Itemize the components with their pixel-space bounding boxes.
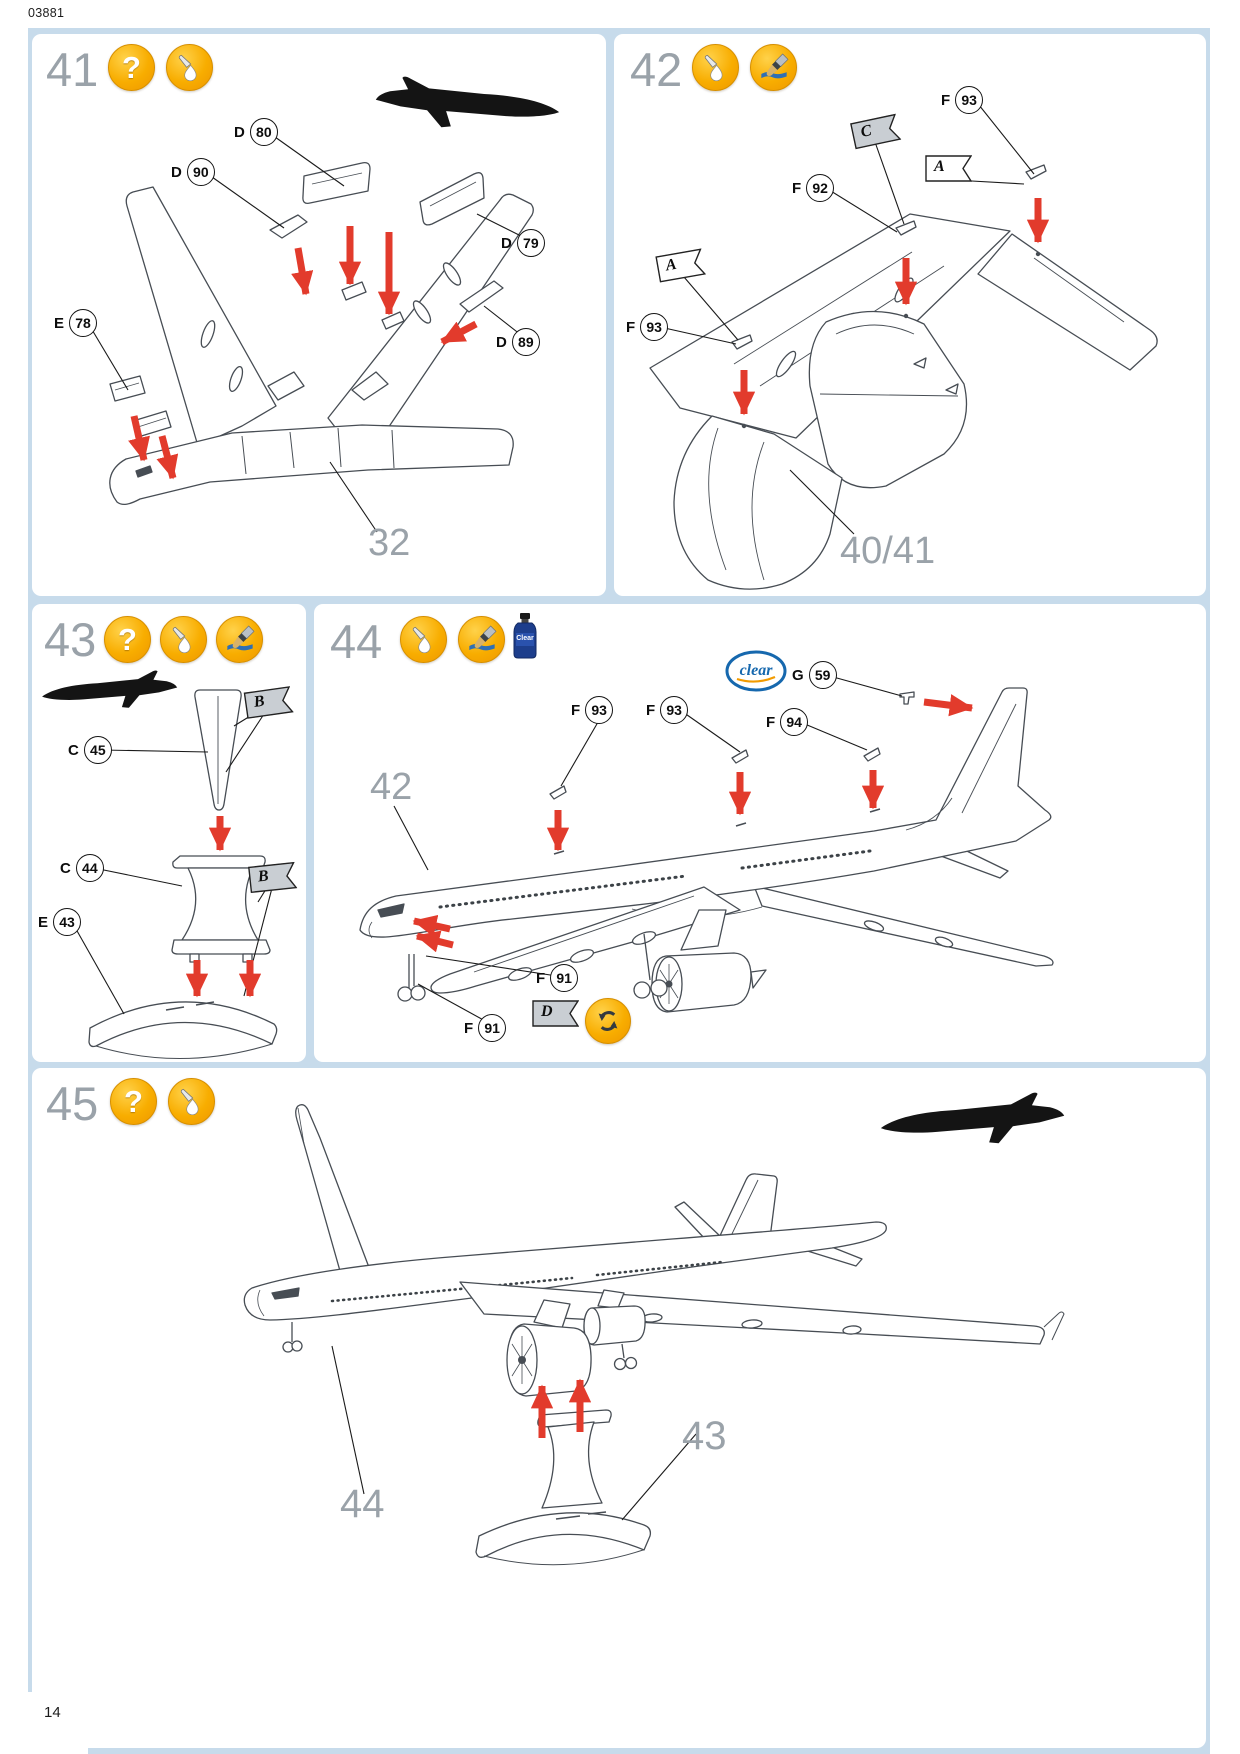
callout-F91: F 91 <box>464 1014 507 1042</box>
color-flag-D: D <box>532 1000 579 1027</box>
wing-underside-art <box>649 164 1158 590</box>
aircraft-on-stand-art <box>243 1104 1065 1566</box>
red-arrows <box>412 694 974 953</box>
callout-F91: F 91 <box>536 964 579 992</box>
question-icon: ? <box>108 44 155 91</box>
paint-icon <box>750 44 797 91</box>
callout-E43: E 43 <box>38 908 82 936</box>
callout-F93: F 93 <box>646 696 689 724</box>
callout-D89: D 89 <box>496 328 540 356</box>
aircraft-silhouette <box>880 1092 1065 1144</box>
color-flag-A: A <box>925 155 972 182</box>
callout-D90: D 90 <box>171 158 215 186</box>
step-number: 42 <box>630 43 683 96</box>
assembly-drawing-45 <box>243 1092 1065 1566</box>
step-number: 43 <box>44 613 97 666</box>
assembly-drawing-43 <box>42 670 278 1059</box>
red-arrows <box>530 1378 592 1438</box>
callout-F93: F 93 <box>571 696 614 724</box>
ref-label-40-41: 40/41 <box>840 530 936 572</box>
color-flag-B: B <box>243 686 294 719</box>
ref-label-42: 42 <box>370 766 413 808</box>
ref-label-43: 43 <box>682 1414 727 1458</box>
leader-lines <box>659 99 1035 535</box>
glue-icon <box>692 44 739 91</box>
leader-lines <box>331 1345 697 1521</box>
callout-G59: G 59 <box>792 661 837 689</box>
clear-bottle-icon: Clear <box>512 612 538 660</box>
wing-assembly-art <box>109 161 534 506</box>
assembly-drawing-41 <box>87 76 560 533</box>
aircraft-silhouette <box>42 670 178 708</box>
question-icon: ? <box>104 616 151 663</box>
assembly-drawing-42 <box>649 99 1158 590</box>
step-panel-45: 45 ? 44 43 <box>32 1068 1206 1748</box>
step-panel-42: 42 F 93 F 92 <box>614 34 1206 596</box>
callout-D80: D 80 <box>234 118 278 146</box>
callout-F93: F 93 <box>941 86 984 114</box>
callout-F92: F 92 <box>792 174 835 202</box>
color-flag-B: B <box>248 861 298 894</box>
step-number: 41 <box>46 43 99 96</box>
leader-lines <box>71 709 273 1015</box>
question-icon: ? <box>110 1078 157 1125</box>
step-number: 44 <box>330 615 383 668</box>
red-arrows <box>128 226 478 480</box>
aircraft-silhouette <box>375 76 560 128</box>
glue-icon <box>400 616 447 663</box>
paint-icon <box>216 616 263 663</box>
kit-number: 03881 <box>28 6 65 20</box>
color-flag-C: C <box>850 113 902 150</box>
page-number: 14 <box>44 1704 61 1721</box>
red-arrows <box>185 816 262 998</box>
glue-icon <box>160 616 207 663</box>
callout-F93: F 93 <box>626 313 669 341</box>
clear-paint-logo: clear <box>725 650 787 692</box>
page-number-box: 14 <box>28 1692 88 1754</box>
assembly-drawing-44 <box>359 674 1054 1029</box>
callout-E78: E 78 <box>54 309 98 337</box>
page-background: 41 ? D 80 D 90 D 79 <box>28 28 1210 1754</box>
step-number: 45 <box>46 1077 99 1130</box>
red-arrows <box>732 198 1050 416</box>
callout-C44: C 44 <box>60 854 104 882</box>
step-panel-41: 41 ? D 80 D 90 D 79 <box>32 34 606 596</box>
rotate-icon <box>585 998 631 1044</box>
callout-C45: C 45 <box>68 736 112 764</box>
color-flag-A: A <box>655 248 706 283</box>
glue-icon <box>168 1078 215 1125</box>
glue-icon <box>166 44 213 91</box>
ref-label-44: 44 <box>340 1482 385 1526</box>
paint-icon <box>458 616 505 663</box>
aircraft-side-view-art <box>359 687 1054 1013</box>
step-panel-43: 43 ? C 45 <box>32 604 306 1062</box>
callout-F94: F 94 <box>766 708 809 736</box>
callout-D79: D 79 <box>501 229 545 257</box>
step-panel-44: 44 <box>314 604 1206 1062</box>
stand-parts-art <box>88 689 278 1059</box>
ref-label-32: 32 <box>368 522 411 564</box>
